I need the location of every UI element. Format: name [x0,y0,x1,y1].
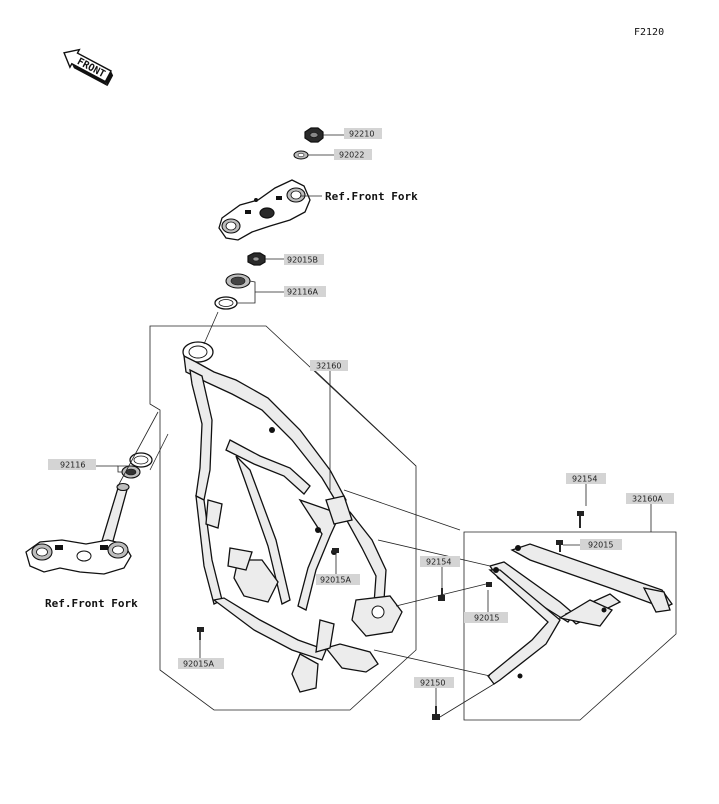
stem-washer [293,150,309,160]
upper-triple-clamp [218,179,311,241]
part-number: 92022 [339,151,364,160]
lower-bearing-race [129,452,153,468]
callout-92015A-lower[interactable]: 92015A [178,658,224,669]
callout-92116[interactable]: 92116 [48,459,96,470]
figure-id: F2120 [634,27,664,38]
leader-lines [96,134,652,718]
callout-92154-left[interactable]: 92154 [420,556,460,567]
main-frame [182,341,403,693]
callout-92015-mid[interactable]: 92015 [464,612,508,623]
callout-92210[interactable]: 92210 [344,128,382,139]
upper-bearing-race [214,296,238,310]
callout-92015A-frame[interactable]: 92015A [316,574,360,585]
callout-92150[interactable]: 92150 [414,677,454,688]
frame-group-outline [149,325,417,711]
part-number: 92154 [572,475,597,484]
part-number: 92210 [349,130,374,139]
callout-92116A[interactable]: 92116A [284,286,326,297]
callout-92022[interactable]: 92022 [334,149,372,160]
part-number: 92015 [588,541,613,550]
bolt-92015a-frame [332,548,339,553]
bolt-92015-right [556,540,563,552]
part-number: 92154 [426,558,451,567]
callout-92154-upper[interactable]: 92154 [566,473,606,484]
callout-92015B[interactable]: 92015B [284,254,324,265]
callout-32160A[interactable]: 32160A [626,493,674,504]
lower-triple-clamp [25,539,132,575]
bolt-92015a-lower [197,627,204,640]
callout-92015-right[interactable]: 92015 [580,539,622,550]
part-number: 92116 [60,461,85,470]
part-number: 92015A [183,660,214,669]
bolt-92015-mid [486,582,492,587]
part-number: 32160 [316,362,341,371]
stem-nut-92015b [247,252,266,266]
subframe-group-outline [463,531,677,721]
ref-front-fork-upper[interactable]: Ref.Front Fork [325,190,418,203]
part-number: 92150 [420,679,445,688]
part-number: 92116A [287,288,318,297]
part-number: 92015 [474,614,499,623]
callout-32160[interactable]: 32160 [310,360,348,371]
ref-front-fork-lower[interactable]: Ref.Front Fork [45,597,138,610]
lower-bearing [121,465,141,479]
part-number: 92015B [287,256,318,265]
part-number: 32160A [632,495,663,504]
steering-stem-nut [304,127,324,143]
rear-sub-frame [487,543,673,685]
part-number: 92015A [320,576,351,585]
bolt-92154-upper [577,511,584,528]
upper-bearing [225,273,251,289]
bolt-92154-left [438,588,445,601]
front-arrow-icon: FRONT [63,48,114,87]
bolt-92150 [432,706,440,720]
